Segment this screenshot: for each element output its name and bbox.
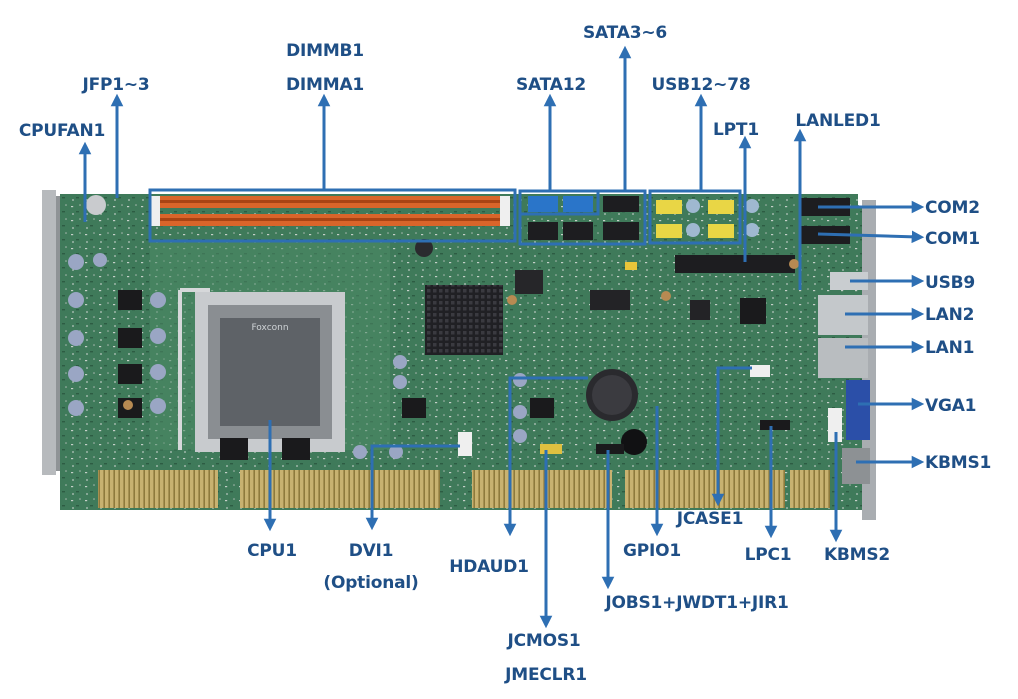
vga-port (846, 380, 870, 440)
arrow-com1 (817, 230, 925, 244)
mounting-bracket (42, 190, 56, 475)
arrows (78, 45, 925, 629)
label-lpt1: LPT1 (713, 120, 759, 140)
arrow-hdaud (503, 376, 588, 537)
label-com1: COM1 (925, 229, 980, 249)
kbms-port (842, 448, 870, 484)
lpt-header (675, 255, 795, 273)
label-cpu1: CPU1 (247, 541, 297, 561)
sata3-6-callout-box (518, 189, 647, 246)
buzzer (621, 429, 647, 455)
dimm-callout-box (148, 188, 517, 243)
label-com2: COM2 (925, 198, 980, 218)
label-jcmos1: JCMOS1 (506, 631, 580, 651)
label-lanled1: LANLED1 (795, 111, 880, 131)
label-lan2: LAN2 (925, 305, 974, 325)
label-dimmb1: DIMMB1 (286, 41, 364, 61)
label-jfp1-3: JFP1~3 (81, 75, 149, 95)
arrow-dvi (365, 444, 460, 531)
usb-callout-box (648, 189, 742, 245)
lan1-port (818, 338, 868, 378)
label-sata3-6: SATA3~6 (583, 23, 667, 43)
edge-connector (98, 470, 218, 508)
label-dvi1-optional: (Optional) (323, 573, 418, 593)
label-kbms2: KBMS2 (824, 545, 890, 565)
label-cpufan1: CPUFAN1 (19, 121, 105, 141)
label-dvi1: DVI1 (349, 541, 394, 561)
components (68, 195, 842, 460)
label-dimma1: DIMMA1 (286, 75, 364, 95)
usb9-port (830, 272, 868, 290)
label-usb9: USB9 (925, 273, 975, 293)
cpu-brand: Foxconn (251, 323, 288, 333)
label-lpc1: LPC1 (745, 545, 792, 565)
label-jcase1: JCASE1 (676, 509, 743, 529)
label-kbms1: KBMS1 (925, 453, 991, 473)
label-vga1: VGA1 (925, 396, 976, 416)
callout-boxes (148, 188, 742, 246)
label-jmeclr1: JMECLR1 (504, 665, 587, 685)
label-jobs1-jwdt1-jir1: JOBS1+JWDT1+JIR1 (604, 593, 788, 613)
label-gpio1: GPIO1 (623, 541, 681, 561)
label-usb12-78: USB12~78 (652, 75, 751, 95)
label-sata12: SATA12 (516, 75, 586, 95)
cpu-socket: Foxconn (178, 288, 345, 452)
label-hdaud1: HDAUD1 (449, 557, 529, 577)
arrow-jcase (711, 366, 752, 507)
labels: DIMMB1 DIMMA1 SATA3~6 JFP1~3 SATA12 USB1… (19, 23, 991, 685)
board: Foxconn (42, 190, 876, 520)
sata-blue-1 (528, 196, 558, 212)
usb-header (656, 200, 682, 214)
label-lan1: LAN1 (925, 338, 974, 358)
chipset-heatsink (425, 285, 503, 355)
